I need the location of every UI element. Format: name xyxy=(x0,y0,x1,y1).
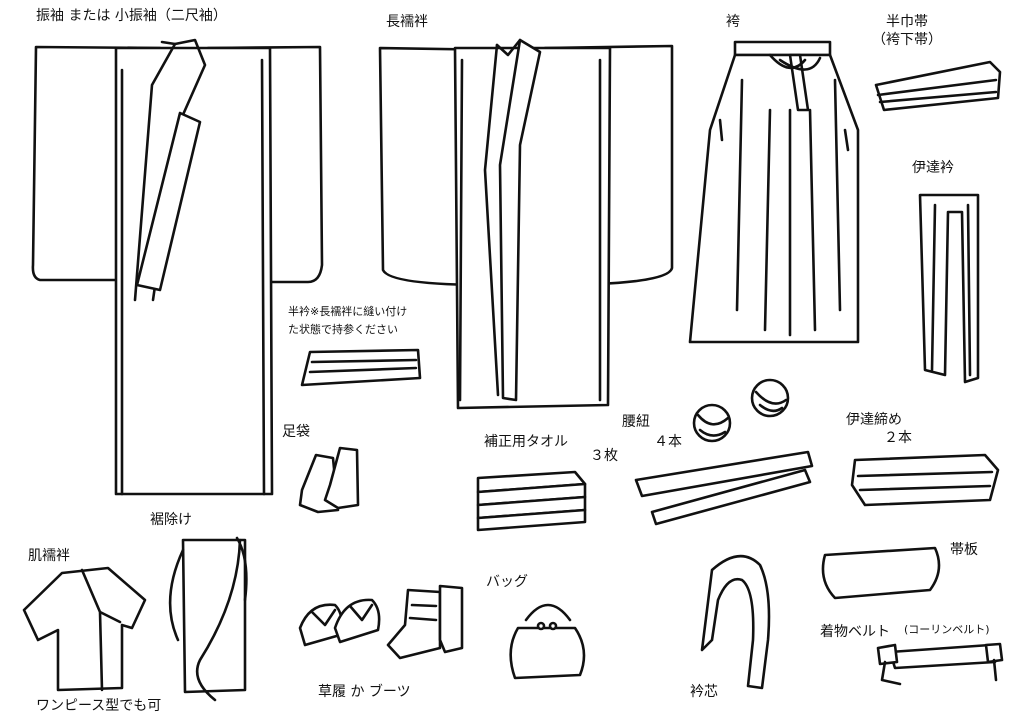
haneri-drawing xyxy=(300,348,422,387)
label-footwear: 草履 か ブーツ xyxy=(318,684,411,700)
boots-drawing xyxy=(386,584,464,660)
label-hanhaba-obi: 半巾帯 xyxy=(886,14,928,30)
label-towel-count: ３枚 xyxy=(590,448,618,464)
bag-drawing xyxy=(509,603,586,680)
label-hadajuban: 肌襦袢 xyxy=(28,548,70,564)
kimono-belt-drawing xyxy=(876,642,1004,686)
furisode-drawing xyxy=(31,38,324,496)
label-bag: バッグ xyxy=(486,574,528,590)
label-obiita: 帯板 xyxy=(950,542,978,558)
zori-drawing xyxy=(298,598,381,647)
label-datejime-count: ２本 xyxy=(884,430,912,446)
obiita-drawing xyxy=(821,546,941,600)
nagajuban-drawing xyxy=(378,38,674,410)
label-susoyoke: 裾除け xyxy=(150,512,192,528)
label-towel: 補正用タオル xyxy=(484,434,568,450)
label-koshihimo: 腰紐 xyxy=(622,414,650,430)
label-koshihimo-count: ４本 xyxy=(654,434,682,450)
label-haneri-note-2: た状態で持参ください xyxy=(288,323,398,336)
towel-stack-drawing xyxy=(476,470,587,532)
hanhaba-obi-drawing xyxy=(874,60,1002,112)
koshihimo-drawing xyxy=(634,378,814,526)
label-hakamashita-obi: （袴下帯） xyxy=(872,32,942,48)
hakama-drawing xyxy=(688,40,860,344)
label-nagajuban: 長襦袢 xyxy=(386,14,428,30)
hadajuban-drawing xyxy=(22,566,147,692)
label-hakama: 袴 xyxy=(726,14,740,30)
datejime-drawing xyxy=(850,453,1000,507)
erishin-drawing xyxy=(700,554,771,690)
label-erishin: 衿芯 xyxy=(690,684,718,700)
susoyoke-drawing xyxy=(168,536,248,702)
label-hadajuban-note: ワンピース型でも可 xyxy=(36,698,162,714)
label-date-eri: 伊達衿 xyxy=(912,160,954,176)
label-datejime: 伊達締め xyxy=(846,412,902,428)
label-haneri-note-1: 半衿※長襦袢に縫い付け xyxy=(288,305,408,318)
label-kimono-belt: 着物ベルト xyxy=(820,624,890,640)
label-kimono-belt-note: (コーリンベルト) xyxy=(904,623,990,636)
date-eri-drawing xyxy=(918,193,980,384)
tabi-drawing xyxy=(298,446,360,514)
label-furisode: 振袖 または 小振袖（二尺袖） xyxy=(36,8,227,24)
label-tabi: 足袋 xyxy=(282,424,310,440)
